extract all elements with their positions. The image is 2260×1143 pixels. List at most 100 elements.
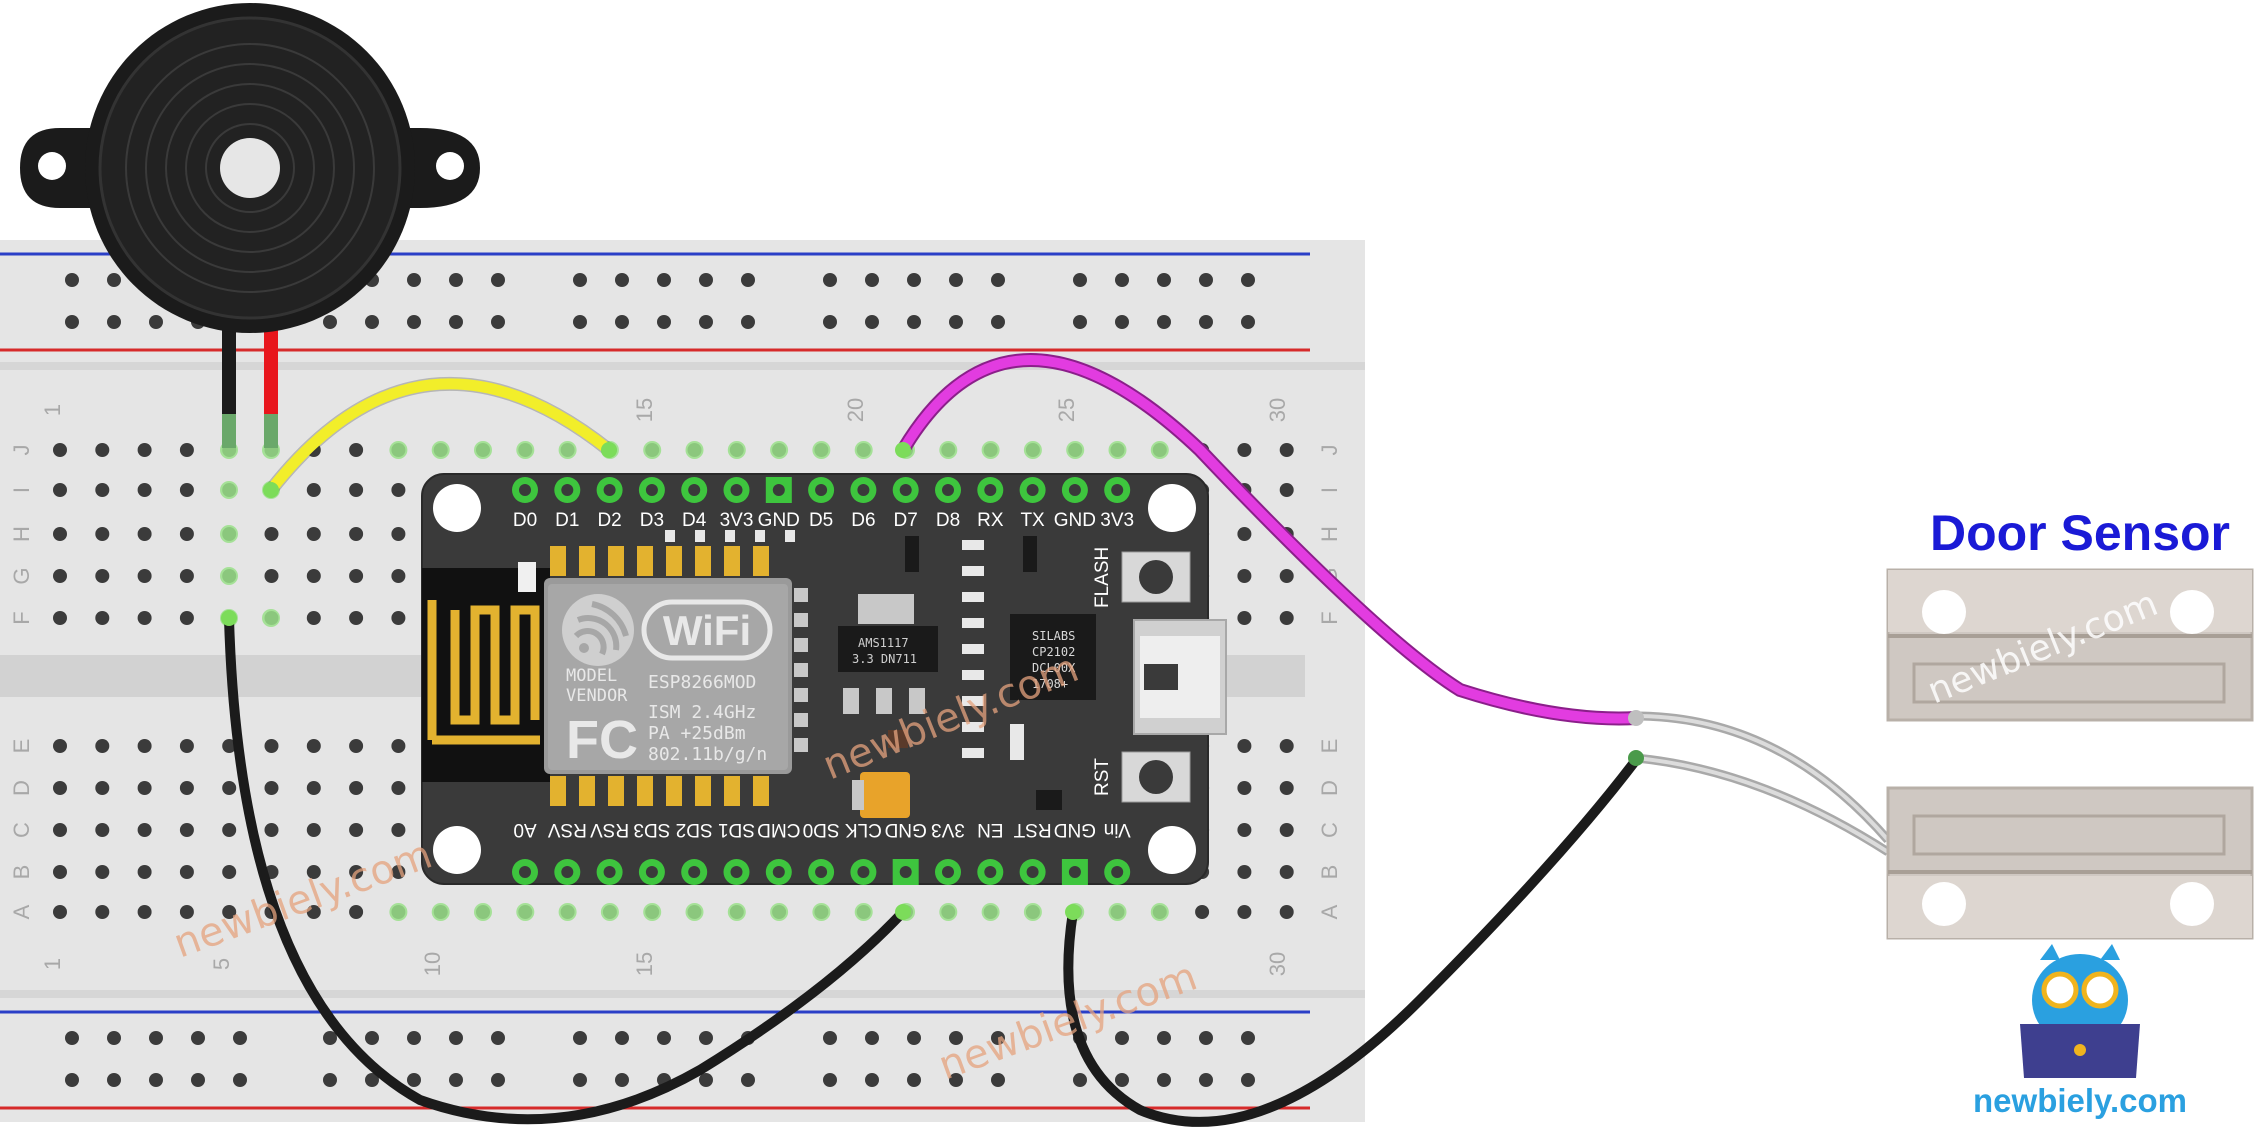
header-pin-hole xyxy=(603,484,616,496)
breadboard-hole xyxy=(391,781,406,795)
rail-hole xyxy=(741,315,755,329)
pin-label-top: 3V3 xyxy=(720,510,754,531)
connected-hole xyxy=(1150,903,1169,921)
flash-label: FLASH xyxy=(1092,547,1113,608)
module-ism-label: ISM 2.4GHz xyxy=(648,702,756,723)
module-vendor-label: VENDOR xyxy=(566,686,628,706)
breadboard-hole xyxy=(306,823,321,837)
header-pin-hole xyxy=(899,866,912,878)
module-pad xyxy=(637,776,653,806)
breadboard-hole xyxy=(53,781,67,795)
pin-label-top: RX xyxy=(977,510,1004,531)
rail-hole xyxy=(491,1073,505,1087)
breadboard-hole xyxy=(349,823,364,837)
breadboard-hole xyxy=(349,483,364,497)
module-pad xyxy=(794,688,808,702)
header-pin-hole xyxy=(899,484,912,496)
wires xyxy=(221,353,1644,1127)
connected-hole xyxy=(431,441,450,459)
row-letter: J xyxy=(9,445,34,456)
pin-label-bottom: RSV xyxy=(547,819,586,840)
rail-hole xyxy=(615,1031,629,1045)
wifi-logo: WiFi xyxy=(641,599,773,661)
breadboard-hole xyxy=(137,739,152,753)
pin-label-top: D7 xyxy=(894,510,918,531)
pin-label-top: D3 xyxy=(640,510,664,531)
rail-hole xyxy=(1115,315,1129,329)
rail-hole xyxy=(573,273,587,287)
header-pin-hole xyxy=(942,484,954,496)
svg-text:AMS1117: AMS1117 xyxy=(858,636,909,650)
rst-label: RST xyxy=(1092,758,1113,796)
rail-hole xyxy=(107,273,121,287)
row-letter: D xyxy=(1317,780,1342,796)
micro-usb-port[interactable] xyxy=(1133,619,1227,735)
pin-label-bottom: EN xyxy=(977,819,1003,840)
connected-hole xyxy=(770,903,789,921)
rail-hole xyxy=(1073,315,1087,329)
smd-resistor xyxy=(962,618,984,628)
connected-hole xyxy=(262,609,280,627)
breadboard-hole xyxy=(1237,569,1252,583)
mount-hole xyxy=(433,826,481,874)
breadboard-hole xyxy=(306,483,321,497)
breadboard-hole xyxy=(137,611,152,625)
rail-hole xyxy=(1199,1073,1213,1087)
breadboard-hole xyxy=(95,483,110,497)
rail-hole xyxy=(1115,273,1129,287)
rail-hole xyxy=(407,273,421,287)
breadboard-hole xyxy=(137,483,152,497)
rail-hole xyxy=(149,1073,163,1087)
row-letter: A xyxy=(1317,904,1342,919)
svg-text:CP2102: CP2102 xyxy=(1032,645,1075,659)
module-std-label: 802.11b/g/n xyxy=(648,744,767,765)
rail-hole xyxy=(1199,1031,1213,1045)
door-sensor-title: Door Sensor xyxy=(1930,505,2230,561)
breadboard-hole xyxy=(1237,611,1252,625)
header-pin-hole xyxy=(1068,866,1081,878)
breadboard-hole xyxy=(53,865,67,879)
rail-hole xyxy=(107,1073,121,1087)
connected-hole xyxy=(220,567,238,585)
rail-hole xyxy=(407,1031,421,1045)
connected-hole xyxy=(1023,441,1042,459)
svg-text:SILABS: SILABS xyxy=(1032,629,1075,643)
rail-hole xyxy=(323,1031,337,1045)
module-pad xyxy=(637,546,653,576)
column-number: 15 xyxy=(632,952,657,976)
rail-hole xyxy=(449,1073,463,1087)
header-pin-hole xyxy=(984,484,997,496)
breadboard-hole xyxy=(391,823,406,837)
row-letter: B xyxy=(1317,865,1342,880)
header-pin-hole xyxy=(561,866,574,878)
breadboard-hole xyxy=(306,739,321,753)
pin-label-bottom: CLK xyxy=(845,819,882,840)
rail-hole xyxy=(1073,1073,1087,1087)
breadboard-hole xyxy=(53,611,67,625)
pin-label-bottom: GND xyxy=(1054,819,1096,840)
magnet-part xyxy=(1886,568,2254,722)
breadboard-hole xyxy=(137,823,152,837)
breadboard-hole xyxy=(95,823,110,837)
breadboard-hole xyxy=(349,781,364,795)
row-letter: G xyxy=(9,567,34,584)
breadboard-hole xyxy=(53,443,67,457)
module-pad xyxy=(794,663,808,677)
breadboard-hole xyxy=(1237,905,1252,919)
breadboard-hole xyxy=(1279,611,1294,625)
breadboard-hole xyxy=(95,865,110,879)
header-pin-hole xyxy=(1068,484,1081,496)
breadboard-hole xyxy=(95,611,110,625)
breadboard-hole xyxy=(1237,527,1252,541)
rail-hole xyxy=(949,315,963,329)
connected-hole xyxy=(981,903,1000,921)
rst-button[interactable] xyxy=(1121,751,1191,803)
rail-hole xyxy=(823,273,837,287)
flash-button[interactable] xyxy=(1121,551,1191,603)
breadboard-hole xyxy=(222,739,237,753)
breadboard-hole xyxy=(264,569,279,583)
svg-text:DCL00X: DCL00X xyxy=(1032,661,1076,675)
column-number: 1 xyxy=(40,958,65,970)
pcb-antenna xyxy=(422,568,550,782)
breadboard-hole xyxy=(1237,823,1252,837)
